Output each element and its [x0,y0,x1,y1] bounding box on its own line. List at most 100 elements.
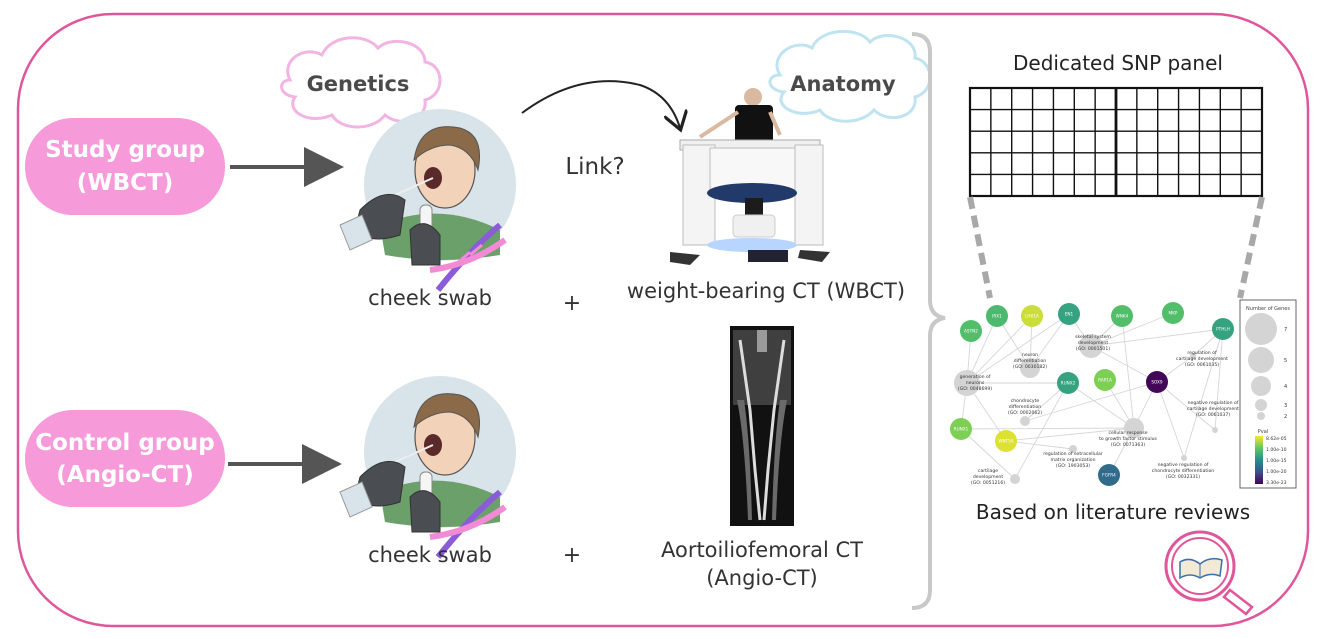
go-term-label: to growth factor stimulus [1099,436,1157,442]
outer-frame [16,12,1310,628]
go-term-label: development [973,474,1004,480]
network-edge [966,313,1070,384]
legend-color-tick: 1.00e-15 [1266,458,1287,464]
control-group-label-line2: (Angio-CT) [56,462,193,488]
go-term-label: regulation of [1187,350,1217,356]
legend-size-circle [1255,399,1267,411]
go-term-label: (GO: 0030182) [1013,364,1047,370]
go-term-label: (GO: 0071363) [1111,442,1145,448]
network-edge [1090,312,1174,347]
cheek-swab-illustration-top [339,109,516,292]
go-term-label: (GO: 1903053) [1056,463,1090,469]
gene-node-label: RUNX2 [1061,381,1076,386]
go-term-node [1212,427,1218,433]
go-term-label: negative regulation of [1158,462,1209,468]
go-term-label: matrix organization [1051,457,1096,463]
network-edge [1090,328,1224,347]
go-term-label: chondrocyte differentiation [1152,468,1214,474]
wbct-label: weight-bearing CT (WBCT) [627,279,905,303]
legend-size-circle [1251,376,1271,396]
gene-node-label: SOX9 [1151,380,1163,385]
legend-color-tick: 3.30e-23 [1266,480,1287,486]
network-edge [960,428,1016,480]
go-term-node [1010,474,1020,484]
swab-label-top: cheek swab [368,286,492,310]
legend-size-label: 7 [1284,327,1287,333]
gene-node-label: FGFR4 [1102,473,1116,478]
angio-ct-image [730,326,794,526]
magnifier-book-icon [1164,530,1254,616]
legend-color-tick: 1.00e-10 [1266,447,1287,453]
gene-node-label: MKP [1169,311,1178,316]
go-term-label: cartilage [978,468,998,474]
go-term-node [1079,334,1103,358]
go-term-label: neurons [966,380,985,386]
legend-size-circle [1257,412,1265,420]
gene-node [1058,303,1080,325]
legend-size-title: Number of Genes [1246,306,1290,312]
dashed-connector-left [967,196,993,299]
gene-node [950,418,972,440]
go-term-label: generation of [960,374,991,380]
legend-size-label: 4 [1284,384,1287,390]
gene-node [995,430,1017,452]
network-edge [1005,440,1074,450]
go-term-label: cartilage development [1187,406,1239,412]
go-term-node [1020,358,1040,378]
gene-node-label: PTHLH [1216,327,1230,332]
network-edge [1014,382,1069,480]
genetics-label: Genetics [307,72,410,96]
study-group-label-line1: Study group [45,137,205,163]
gene-node [1098,464,1120,486]
network-edge [1156,381,1185,459]
legend-size-circle [1245,313,1277,345]
go-term-node [1181,455,1187,461]
gene-node-label: LHX1A [1025,314,1039,319]
gene-node-label: IRX1 [992,314,1002,319]
snp-panel-title: Dedicated SNP panel [1013,51,1223,75]
go-term-node [1190,353,1196,359]
network-edge [1029,313,1070,369]
link-curve-arrow [521,80,680,128]
gene-node [1162,302,1184,324]
gene-node [1212,318,1234,340]
study-group-label-line2: (WBCT) [77,170,174,196]
gene-node [1021,305,1043,327]
plus-sign-bottom: + [563,543,581,568]
go-term-node [954,370,980,396]
gene-node-label: RAP1A [1098,378,1112,383]
control-group-label-line1: Control group [35,430,215,456]
snp-panel-grid [968,86,1264,198]
gene-node [1057,372,1079,394]
go-term-label: (GO: 0061035) [1185,362,1219,368]
go-term-label: differentiation [1014,358,1046,364]
go-term-label: regulation of extracellular [1043,451,1103,457]
link-question-label: Link? [565,154,624,180]
gene-node-label: EN1 [1065,312,1074,317]
gene-node-label: WNK4 [1116,314,1129,319]
network-edge [1121,315,1135,429]
go-term-label: (GO: 0001501) [1076,346,1110,352]
go-term-label: chondrocyte [1011,398,1040,404]
study-group-pill: Study group (WBCT) [25,118,225,215]
control-group-pill: Control group (Angio-CT) [25,410,225,507]
go-term-node [1020,416,1030,426]
anatomy-label: Anatomy [790,72,896,96]
legend-color-tick: 8.62e-05 [1266,436,1287,442]
go-term-node [1069,445,1077,453]
go-term-label: skeletal system [1075,334,1111,340]
go-term-label: neuron [1022,352,1038,358]
gene-node [986,305,1008,327]
gene-node-label: WNT5A [998,439,1013,444]
network-edge [1214,328,1224,431]
legend-color-title: Pval [1258,429,1268,435]
gene-node [1094,369,1116,391]
gene-node [1146,371,1168,393]
go-term-label: cartilage development [1176,356,1228,362]
network-edge [960,427,1135,430]
anatomy-cloud: Anatomy [768,29,932,123]
network-edge [1156,381,1216,431]
network-edge [1067,382,1135,429]
network-edge [966,315,1033,384]
